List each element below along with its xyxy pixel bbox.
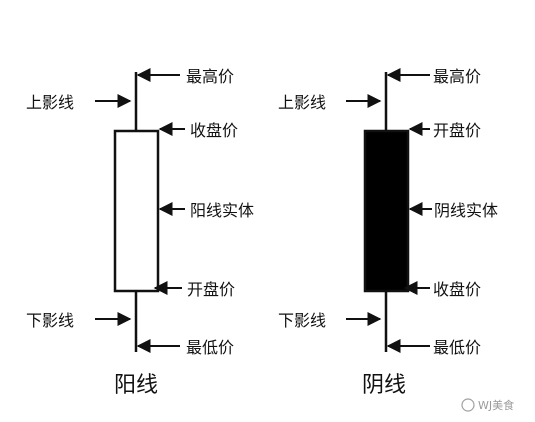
watermark-logo-icon xyxy=(461,398,475,412)
bearish-close-label: 收盘价 xyxy=(433,280,481,299)
bearish-body xyxy=(363,129,410,293)
watermark-text: WJ美食 xyxy=(478,398,514,412)
bearish-upper-shadow-label: 上影线 xyxy=(278,93,326,112)
watermark: WJ美食 xyxy=(461,398,514,412)
bearish-body-label: 阴线实体 xyxy=(434,201,498,220)
bearish-high-label: 最高价 xyxy=(433,67,481,86)
bearish-lower-shadow-label: 下影线 xyxy=(278,311,326,330)
bullish-close-label: 收盘价 xyxy=(190,121,238,140)
bullish-high-label: 最高价 xyxy=(186,67,234,86)
bullish-low-label: 最低价 xyxy=(186,338,234,357)
bearish-open-label: 开盘价 xyxy=(433,121,481,140)
bullish-upper-shadow-label: 上影线 xyxy=(26,93,74,112)
bullish-open-label: 开盘价 xyxy=(187,280,235,299)
bullish-body-label: 阳线实体 xyxy=(190,201,254,220)
bullish-caption: 阳线 xyxy=(114,373,158,398)
bullish-candle: 最高价 收盘价 阳线实体 开盘价 最低价 上影线 下影线 阳线 xyxy=(26,67,254,398)
bullish-lower-shadow-label: 下影线 xyxy=(26,311,74,330)
bullish-body xyxy=(113,129,160,293)
bearish-candle: 最高价 开盘价 阴线实体 收盘价 最低价 上影线 下影线 阴线 xyxy=(278,67,498,398)
bearish-low-label: 最低价 xyxy=(433,338,481,357)
bearish-caption: 阴线 xyxy=(362,373,406,398)
